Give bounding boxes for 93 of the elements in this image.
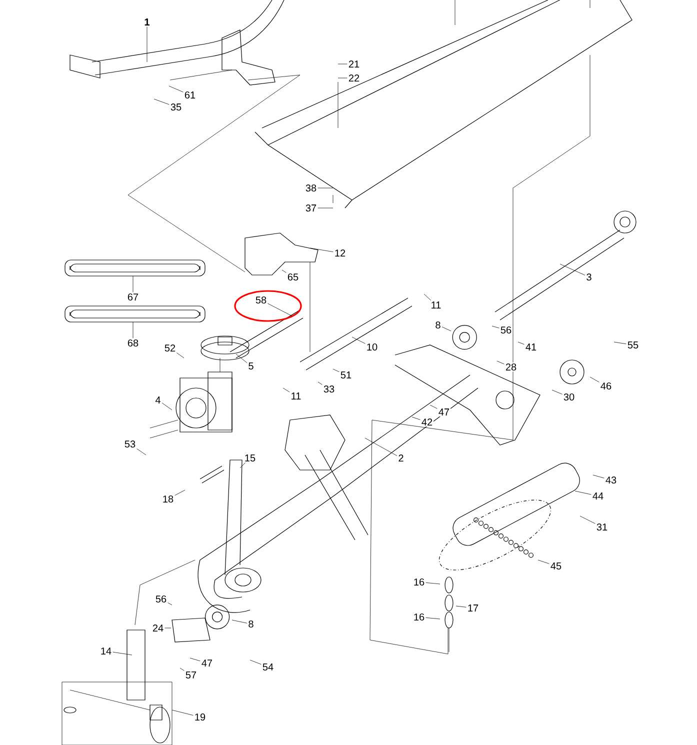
leader-line: [560, 264, 586, 276]
callout-number: 8: [434, 320, 442, 330]
leader-line: [180, 668, 184, 671]
callout-number: 61: [183, 90, 197, 100]
callout-number: 11: [290, 392, 302, 400]
callout-number: 8: [247, 619, 255, 629]
callout-number: 55: [626, 340, 640, 350]
leader-line: [592, 474, 604, 478]
leader-line: [174, 490, 186, 496]
callout-number: 10: [365, 342, 379, 352]
leader-line: [190, 658, 200, 662]
leader-line: [574, 490, 592, 495]
leader-line: [442, 326, 452, 332]
leader-line: [332, 368, 340, 372]
leader-line: [236, 354, 248, 363]
callout-number: 67: [126, 292, 140, 302]
leader-line: [492, 326, 500, 328]
leader-line: [496, 360, 504, 364]
callout-number: 57: [184, 670, 198, 680]
callout-number: 47: [437, 408, 451, 416]
leader-line: [424, 294, 432, 301]
callout-number: 44: [591, 492, 605, 500]
leader-line: [318, 382, 322, 385]
leader-line: [232, 620, 248, 624]
callout-number: 46: [599, 381, 613, 391]
leader-line: [456, 606, 466, 608]
leader-line: [136, 448, 146, 456]
callout-number: 15: [243, 454, 257, 462]
callout-number: 2: [397, 454, 405, 462]
callout-number: 43: [604, 475, 618, 485]
leader-line: [282, 388, 290, 392]
callout-number: 53: [123, 439, 137, 449]
callout-number: 18: [161, 494, 175, 504]
callout-number: 5: [247, 362, 255, 370]
leader-line: [352, 336, 366, 344]
callout-number: 31: [595, 522, 609, 532]
leader-line: [250, 660, 262, 665]
leader-line: [168, 602, 172, 606]
callout-number: 11: [430, 300, 442, 310]
callout-number: 22: [347, 74, 361, 82]
callout-number: 52: [163, 343, 177, 353]
callout-number: 3: [585, 272, 593, 282]
leader-line: [412, 416, 420, 420]
callout-number: 65: [286, 272, 300, 282]
callout-number: 24: [151, 624, 165, 632]
leader-line: [132, 322, 134, 338]
callout-number: 16: [412, 612, 426, 622]
leader-line: [132, 276, 134, 292]
leader-line: [112, 652, 132, 656]
callout-number: 1: [143, 18, 151, 26]
leader-line: [162, 402, 172, 410]
leader-line: [154, 98, 170, 105]
leader-line: [426, 582, 440, 584]
leader-line: [172, 710, 194, 716]
callout-number: 68: [126, 338, 140, 348]
callout-number: 21: [347, 60, 361, 68]
leader-line: [364, 438, 398, 456]
callout-number: 56: [154, 594, 168, 604]
callout-number: 45: [549, 562, 563, 570]
leader-line: [282, 270, 286, 273]
callout-number: 19: [193, 712, 207, 722]
leader-line: [240, 462, 246, 468]
callout-number: 47: [200, 658, 214, 668]
leader-line: [552, 390, 562, 394]
callout-number: 14: [99, 646, 113, 656]
callout-number: 12: [333, 248, 347, 258]
leader-line: [268, 303, 292, 316]
callout-number: 35: [169, 102, 183, 112]
leader-line: [614, 342, 626, 344]
callout-number: 51: [339, 370, 353, 380]
callout-number: 42: [420, 418, 434, 426]
leader-line: [538, 560, 550, 564]
callout-number: 38: [304, 183, 318, 193]
callout-number: 56: [499, 325, 513, 335]
callout-number: 28: [504, 362, 518, 372]
leader-line: [430, 404, 438, 409]
callout-number: 37: [304, 203, 318, 213]
callout-number: 30: [562, 392, 576, 402]
leader-line: [590, 376, 600, 382]
leader-line: [518, 342, 524, 345]
leader-line: [426, 617, 440, 620]
callout-number: 17: [466, 604, 480, 612]
leader-line: [146, 26, 148, 62]
callout-number: 41: [524, 342, 538, 352]
callout-number: 4: [154, 396, 162, 404]
leader-line: [168, 86, 184, 92]
callout-number: 16: [412, 577, 426, 587]
leader-line: [176, 352, 184, 358]
leader-line: [580, 516, 596, 524]
callout-number: 33: [322, 384, 336, 394]
callout-number: 58: [254, 295, 268, 305]
leader-line: [310, 248, 334, 252]
callout-number: 54: [261, 662, 275, 672]
